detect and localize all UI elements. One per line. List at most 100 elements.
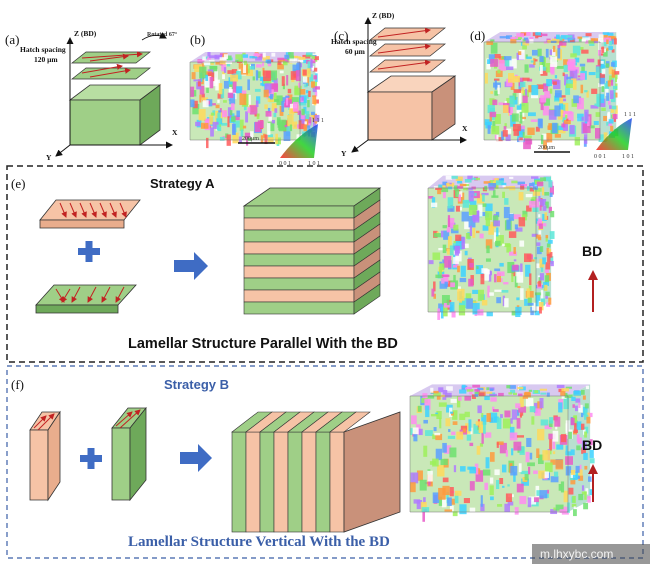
grain: [531, 416, 535, 425]
grain: [232, 132, 239, 144]
cube-c-front: [367, 91, 433, 141]
grain: [528, 496, 537, 505]
grain: [542, 106, 550, 116]
grain: [471, 394, 476, 399]
stack-e-layer-front: [243, 217, 355, 231]
grain: [610, 79, 614, 86]
grain: [443, 230, 450, 240]
grain: [452, 410, 458, 420]
grain: [271, 103, 277, 112]
grain: [552, 430, 559, 442]
grain: [563, 397, 569, 410]
grain: [492, 406, 495, 412]
grain: [275, 137, 281, 145]
grain: [540, 177, 547, 182]
grain: [427, 395, 435, 399]
grain: [507, 484, 510, 487]
grain: [438, 496, 443, 506]
grain: [231, 69, 237, 74]
grain: [240, 129, 244, 137]
grain: [267, 107, 271, 113]
grain: [287, 94, 293, 104]
grain: [475, 421, 483, 426]
grain: [455, 189, 460, 198]
grain: [496, 134, 499, 142]
grain: [606, 39, 609, 45]
grain: [308, 90, 311, 98]
grain: [233, 115, 240, 121]
grain: [288, 52, 294, 57]
grain: [442, 442, 447, 453]
scale-bar-b-label: 200μm: [242, 136, 259, 142]
grain: [549, 251, 553, 258]
stack-e-layer-front: [243, 253, 355, 267]
grain: [528, 259, 535, 262]
hatch-a-line1: Hatch spacing: [20, 45, 66, 54]
grain: [495, 180, 504, 186]
grain: [310, 113, 314, 118]
grain: [247, 107, 251, 114]
grain: [455, 239, 463, 250]
grain: [523, 138, 531, 150]
grain: [428, 196, 434, 199]
grain: [506, 243, 512, 253]
grain: [469, 442, 474, 447]
grain: [548, 206, 552, 214]
grain: [494, 178, 499, 183]
grain: [469, 262, 474, 268]
grain: [581, 116, 584, 121]
grain: [443, 302, 450, 308]
grain: [229, 109, 233, 116]
grain: [504, 59, 512, 67]
grain: [282, 97, 287, 102]
grain: [276, 95, 283, 106]
plate-e-green-top: [35, 284, 137, 306]
grain: [517, 131, 523, 140]
grain: [469, 467, 477, 474]
grain: [503, 126, 507, 130]
grain: [437, 308, 441, 320]
grain: [502, 184, 506, 188]
grain: [545, 281, 549, 286]
grain: [301, 96, 304, 101]
grain: [559, 37, 563, 43]
grain: [275, 133, 278, 144]
grain: [294, 56, 301, 59]
grain: [263, 78, 272, 84]
grain: [534, 310, 540, 316]
grain: [601, 69, 606, 75]
grain: [496, 442, 499, 448]
grain: [433, 186, 440, 190]
grain: [490, 91, 494, 94]
grain: [459, 389, 467, 394]
grain: [569, 39, 575, 42]
grain: [566, 35, 573, 38]
ebsd-map-f: [409, 384, 595, 522]
grain: [315, 99, 319, 104]
grain: [247, 137, 252, 141]
grain: [602, 32, 610, 35]
grain: [209, 114, 214, 125]
grain: [449, 505, 454, 512]
grain: [614, 77, 617, 83]
grain: [229, 79, 233, 90]
grain: [304, 118, 310, 127]
grain: [499, 262, 504, 267]
grain: [524, 64, 529, 73]
grain: [485, 258, 491, 262]
grain: [539, 64, 543, 74]
grain: [459, 504, 467, 515]
grain: [300, 113, 305, 119]
grain: [432, 492, 440, 504]
grain: [478, 425, 484, 433]
grain: [459, 299, 463, 303]
grain: [212, 103, 216, 106]
grain: [607, 80, 611, 87]
grain: [546, 489, 550, 494]
grain: [266, 89, 274, 99]
grain: [451, 431, 456, 435]
grain: [267, 63, 272, 67]
grain: [455, 205, 460, 212]
grain: [422, 511, 425, 522]
grain: [208, 62, 214, 65]
